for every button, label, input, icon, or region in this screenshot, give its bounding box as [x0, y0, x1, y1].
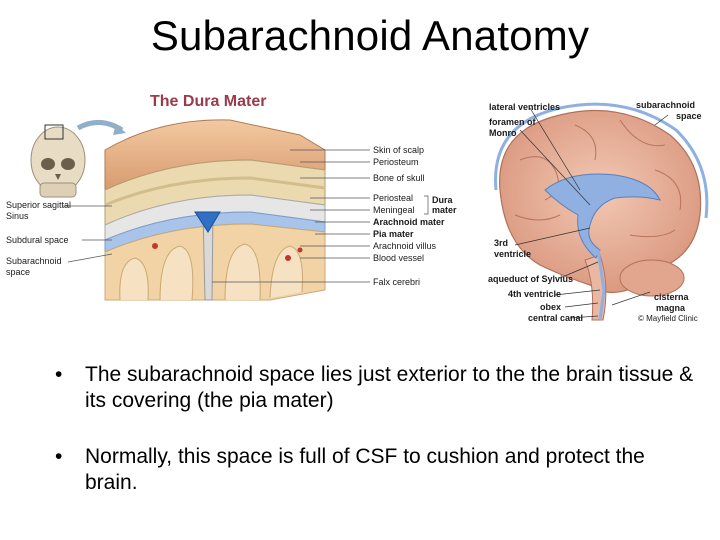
cerebellum [620, 260, 684, 296]
meninges-cross-section [105, 120, 325, 300]
label-central-canal: central canal [528, 313, 583, 323]
label-foramen-of: foramen of [489, 117, 537, 127]
bullet-item: • The subarachnoid space lies just exter… [55, 362, 695, 414]
label-skin-of-scalp: Skin of scalp [373, 145, 424, 155]
bullet-text: The subarachnoid space lies just exterio… [85, 363, 693, 412]
anatomy-illustrations: The Dura Mater [0, 0, 720, 340]
brain-ventricles-figure: lateral ventricles foramen of Monro suba… [488, 100, 707, 323]
label-subarachnoid-space: subarachnoid [636, 100, 695, 110]
label-mater: mater [432, 205, 457, 215]
label-arachnoid-mater: Arachnoid mater [373, 217, 445, 227]
label-bone-of-skull: Bone of skull [373, 173, 425, 183]
dura-heading: The Dura Mater [150, 93, 266, 110]
bullet-dot: • [55, 362, 62, 388]
label-falx-cerebri: Falx cerebri [373, 277, 420, 287]
bullet-text: Normally, this space is full of CSF to c… [85, 445, 645, 494]
bullet-list: • The subarachnoid space lies just exter… [55, 362, 695, 526]
label-meningeal: Meningeal [373, 205, 415, 215]
label-pia-mater: Pia mater [373, 229, 414, 239]
label-dura: Dura [432, 195, 453, 205]
label-sinus: Sinus [6, 211, 29, 221]
label-subarachnoid: Subarachnoid [6, 256, 62, 266]
label-ventricle: ventricle [494, 249, 531, 259]
label-periosteal: Periosteal [373, 193, 413, 203]
dura-mater-figure: The Dura Mater [6, 93, 457, 300]
label-obex: obex [540, 302, 561, 312]
bullet-item: • Normally, this space is full of CSF to… [55, 444, 695, 496]
label-periosteum: Periosteum [373, 157, 419, 167]
label-subdural-space: Subdural space [6, 235, 69, 245]
label-cisterna: cisterna [654, 292, 690, 302]
label-superior-sagittal: Superior sagittal [6, 200, 71, 210]
label-4th-ventricle: 4th ventricle [508, 289, 561, 299]
label-space: space [6, 267, 30, 277]
credit-text: © Mayfield Clinic [638, 314, 698, 323]
label-aqueduct-of-sylvius: aqueduct of Sylvius [488, 274, 573, 284]
label-magna: magna [656, 303, 686, 313]
label-monro: Monro [489, 128, 517, 138]
skull-icon [31, 125, 85, 197]
label-lateral-ventricles: lateral ventricles [489, 102, 560, 112]
label-3rd: 3rd [494, 238, 508, 248]
label-space-brain: space [676, 111, 702, 121]
label-arachnoid-villus: Arachnoid villus [373, 241, 437, 251]
bullet-dot: • [55, 444, 62, 470]
label-blood-vessel: Blood vessel [373, 253, 424, 263]
